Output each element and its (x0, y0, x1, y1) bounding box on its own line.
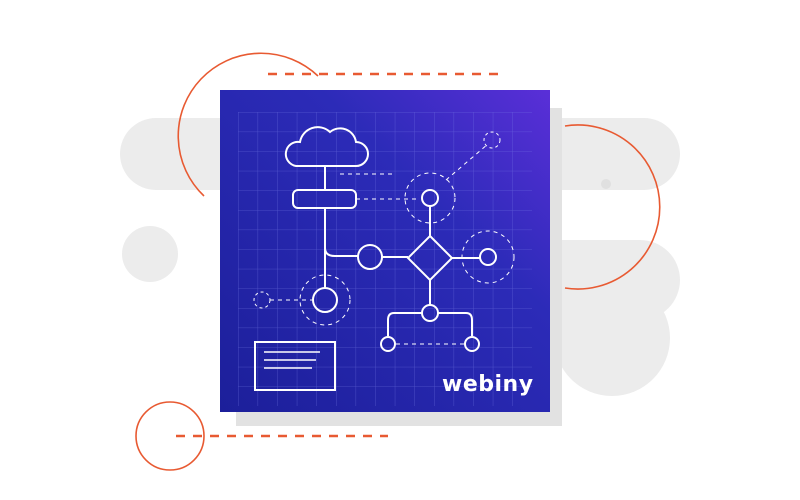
blueprint-grid (238, 112, 532, 406)
cloud-icon (284, 126, 369, 167)
right-node (479, 248, 497, 266)
webiny-logo: webiny (442, 372, 534, 397)
note-card (254, 341, 336, 391)
orange-decorations (135, 52, 661, 471)
lower-left-node (312, 287, 338, 313)
bottom-right-node (464, 336, 480, 352)
bottom-left-node (380, 336, 396, 352)
flow-diagram (253, 126, 515, 391)
top-node (421, 189, 439, 207)
